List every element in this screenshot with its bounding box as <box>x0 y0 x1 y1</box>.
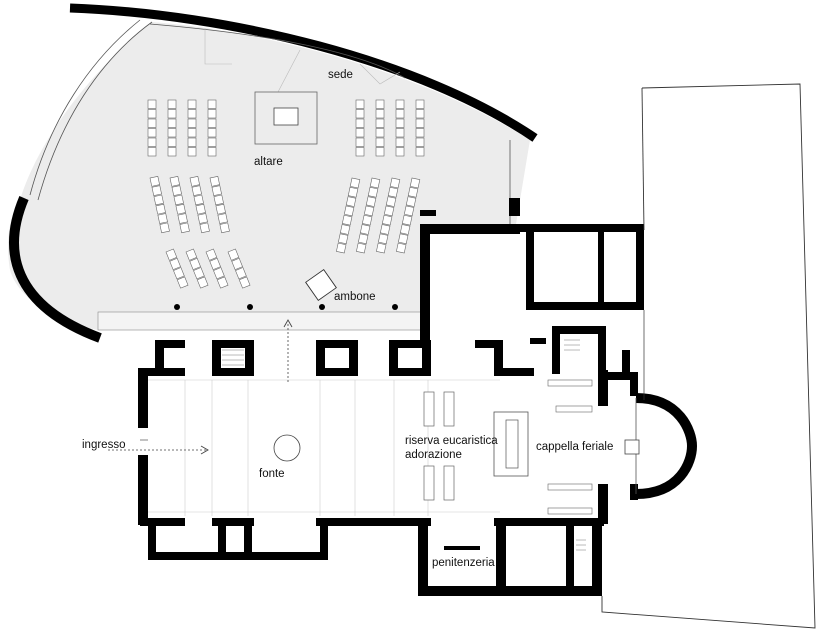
pew-column <box>169 175 190 234</box>
pew-column <box>167 99 177 157</box>
adjacent-building <box>601 83 816 629</box>
label-fonte: fonte <box>259 468 285 480</box>
apse-wall <box>635 393 698 499</box>
pew-column <box>209 175 230 234</box>
pew-column <box>227 248 251 289</box>
chapel-screen <box>493 411 529 477</box>
pew-column <box>356 177 381 254</box>
label-ambone: ambone <box>334 291 376 303</box>
pews-upper <box>147 99 425 157</box>
column <box>392 304 398 310</box>
label-adorazione: adorazione <box>405 449 462 461</box>
ambo <box>305 269 337 301</box>
pew-column <box>336 177 361 254</box>
assembly-hall-floor <box>8 22 531 330</box>
riserva-benches <box>423 391 455 501</box>
pew-column <box>415 99 425 157</box>
label-cappella-feriale: cappella feriale <box>536 441 613 453</box>
hall-roof-wall <box>69 3 538 142</box>
pews-middle <box>149 175 421 289</box>
pew-column <box>205 248 229 289</box>
chapel-altar <box>624 439 640 455</box>
label-riserva-eucaristica: riserva eucaristica <box>405 435 498 447</box>
column <box>319 304 325 310</box>
old-church-walls <box>138 224 644 596</box>
pew-column <box>375 99 385 157</box>
label-sede: sede <box>328 69 353 81</box>
altar <box>273 107 299 126</box>
pew-column <box>355 99 365 157</box>
label-altare: altare <box>254 156 283 168</box>
baptismal-font <box>273 434 301 462</box>
column <box>174 304 180 310</box>
column <box>247 304 253 310</box>
pew-column <box>165 248 189 289</box>
pew-column <box>189 175 210 234</box>
pew-column <box>187 99 197 157</box>
hall-left-wall <box>9 196 102 343</box>
pew-column <box>395 99 405 157</box>
chapel-benches <box>547 379 593 515</box>
pew-column <box>207 99 217 157</box>
stairs <box>222 339 586 551</box>
pew-column <box>149 175 170 234</box>
pew-column <box>396 177 421 254</box>
pew-column <box>147 99 157 157</box>
label-penitenzeria: penitenzeria <box>432 557 495 569</box>
pew-column <box>376 177 401 254</box>
hall-glazed-facade <box>37 21 153 201</box>
altar-platform <box>254 91 318 145</box>
label-ingresso: ingresso <box>82 439 125 451</box>
pew-column <box>185 248 209 289</box>
